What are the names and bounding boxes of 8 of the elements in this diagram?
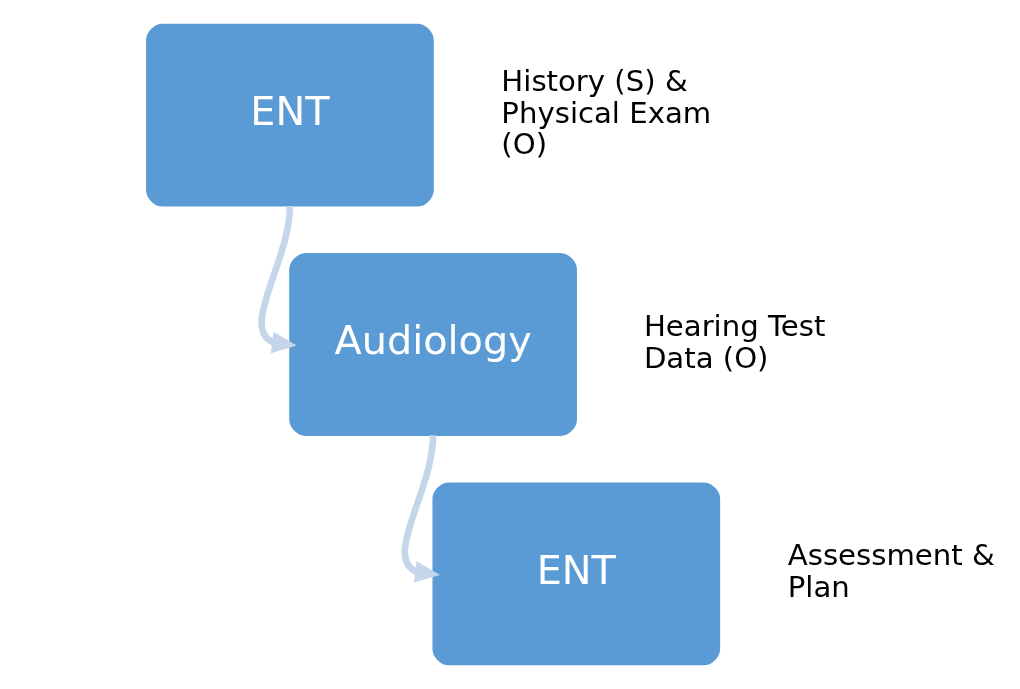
node-box: Audiology: [289, 253, 577, 436]
node-box: ENT: [146, 23, 434, 207]
node-label: Hearing Test Data (O): [643, 309, 826, 375]
arrow: [258, 205, 297, 354]
node-box: ENT: [432, 482, 721, 666]
arrow: [401, 435, 440, 583]
node-label: History (S) & Physical Exam (O): [501, 63, 712, 162]
node-label: Assessment & Plan: [787, 538, 995, 605]
